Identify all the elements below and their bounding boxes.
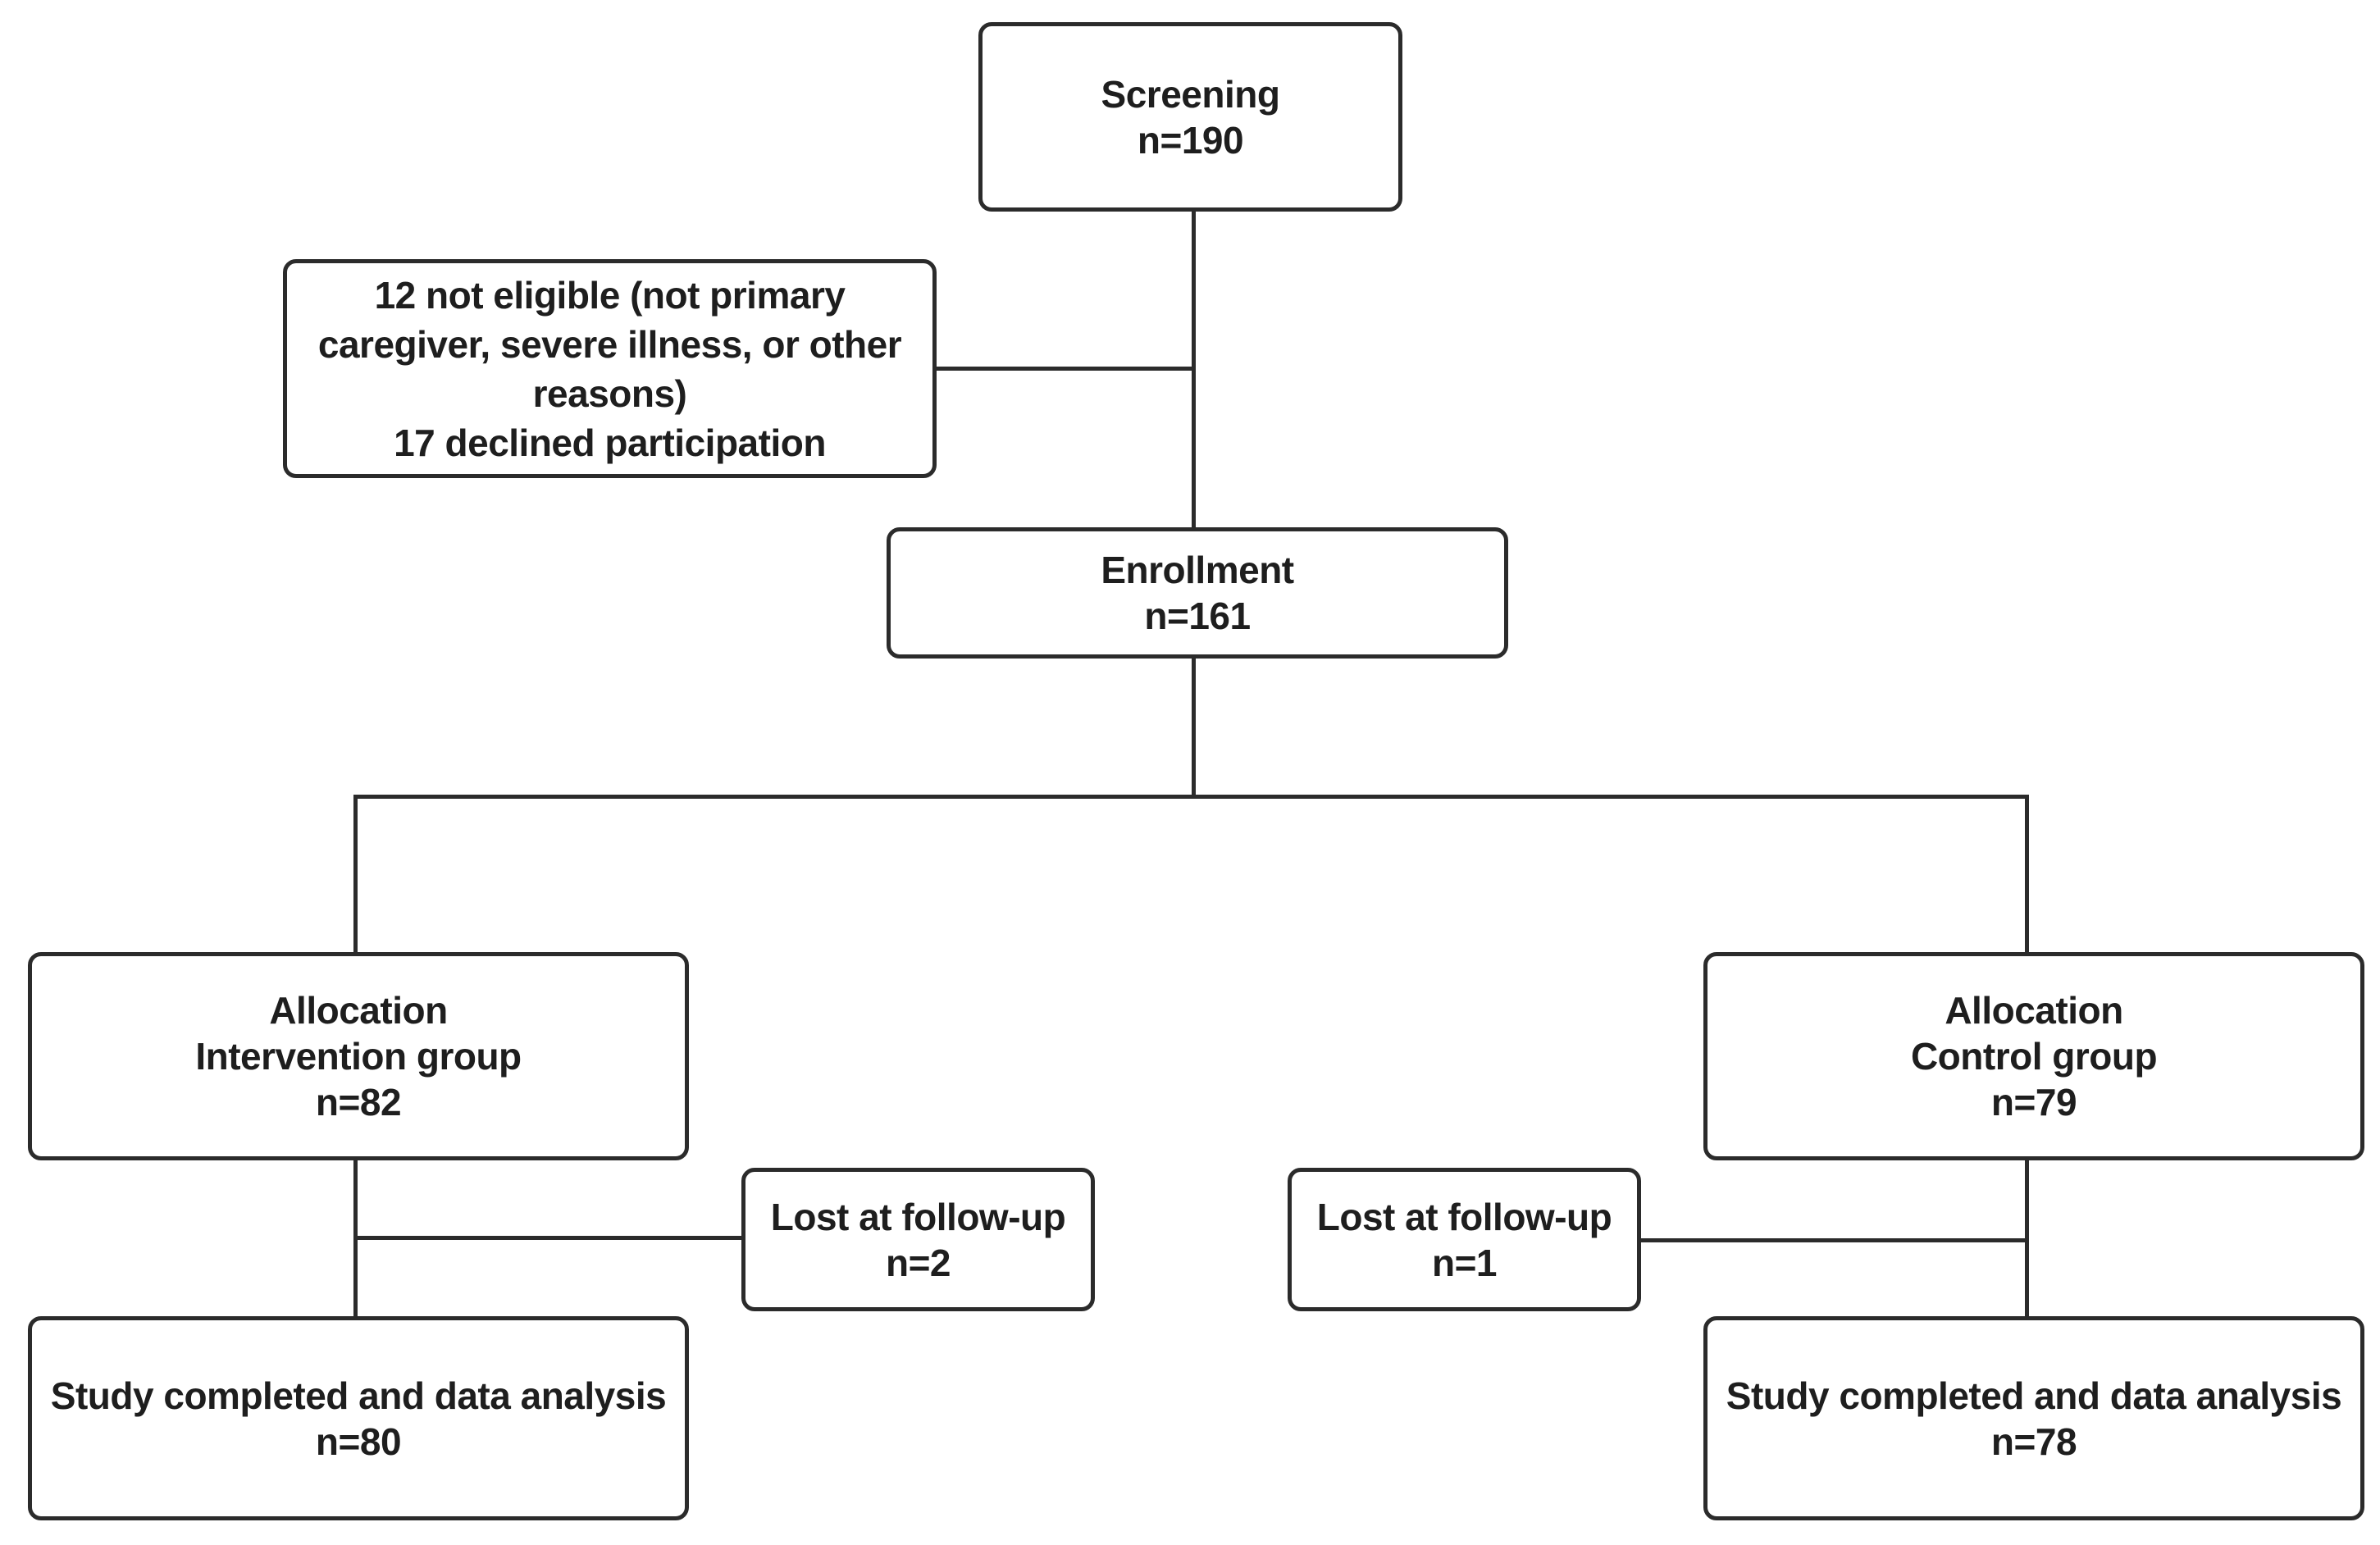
lost-followup-intervention-box: Lost at follow-up n=2 xyxy=(741,1168,1095,1311)
screening-box: Screening n=190 xyxy=(978,22,1402,212)
allocation-control-box: Allocation Control group n=79 xyxy=(1703,952,2364,1160)
lost-followup-control-box: Lost at follow-up n=1 xyxy=(1288,1168,1641,1311)
enrollment-count: n=161 xyxy=(1144,595,1251,637)
screening-title: Screening xyxy=(1101,72,1280,116)
excluded-line-1: 12 not eligible (not primary xyxy=(374,273,846,317)
lost-control-title: Lost at follow-up xyxy=(1316,1195,1612,1238)
excluded-line-2: caregiver, severe illness, or other xyxy=(317,322,902,366)
connector-right-lost xyxy=(1641,1238,2029,1242)
allocation-intervention-count: n=82 xyxy=(315,1081,402,1123)
lost-intervention-count: n=2 xyxy=(885,1241,951,1284)
completed-intervention-box: Study completed and data analysis n=80 xyxy=(28,1316,689,1520)
excluded-line-3: reasons) xyxy=(532,371,687,415)
connector-excluded-branch xyxy=(937,367,1196,371)
completed-control-title: Study completed and data analysis xyxy=(1726,1374,2342,1417)
allocation-control-count: n=79 xyxy=(1990,1081,2077,1123)
allocation-control-group: Control group xyxy=(1910,1035,2158,1078)
connector-split-left xyxy=(353,795,358,952)
connector-left-lost xyxy=(353,1236,741,1240)
excluded-box: 12 not eligible (not primary caregiver, … xyxy=(283,259,937,478)
completed-intervention-count: n=80 xyxy=(315,1420,402,1463)
connector-enrollment-split xyxy=(1192,659,1196,799)
lost-intervention-title: Lost at follow-up xyxy=(770,1195,1066,1238)
enrollment-title: Enrollment xyxy=(1101,549,1294,591)
allocation-control-title: Allocation xyxy=(1945,989,2123,1032)
connector-allocation-split xyxy=(353,795,2029,799)
completed-intervention-title: Study completed and data analysis xyxy=(50,1374,667,1417)
completed-control-box: Study completed and data analysis n=78 xyxy=(1703,1316,2364,1520)
enrollment-box: Enrollment n=161 xyxy=(887,527,1508,659)
allocation-intervention-title: Allocation xyxy=(269,989,448,1032)
connector-split-right xyxy=(2025,795,2029,952)
allocation-intervention-box: Allocation Intervention group n=82 xyxy=(28,952,689,1160)
excluded-line-4: 17 declined participation xyxy=(394,421,826,464)
lost-control-count: n=1 xyxy=(1431,1241,1498,1284)
allocation-intervention-group: Intervention group xyxy=(195,1035,522,1078)
completed-control-count: n=78 xyxy=(1990,1420,2077,1463)
screening-count: n=190 xyxy=(1137,118,1244,162)
